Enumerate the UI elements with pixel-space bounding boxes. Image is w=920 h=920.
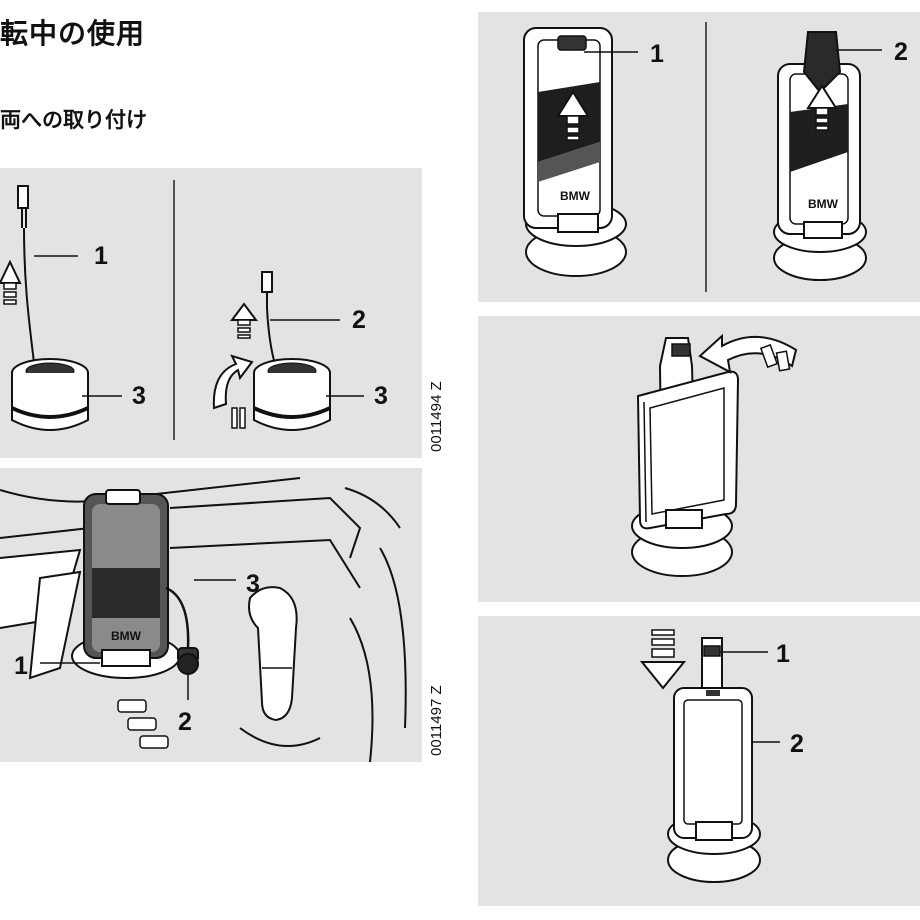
figure-1-callout-3b: 3 (374, 382, 388, 410)
up-arrow-icon (230, 302, 258, 339)
up-arrow-icon (556, 90, 590, 141)
figure-3-illustration: BMW 1 BMW 2 (523, 22, 908, 292)
figure-1-callout-1: 1 (94, 242, 108, 270)
figure-2-panel: BMW 3 1 2 (0, 468, 422, 762)
section-subtitle: 両への取り付け (0, 108, 147, 132)
figure-5-illustration: 1 2 (639, 629, 804, 883)
figure-1-callout-3a: 3 (132, 382, 146, 410)
figure-2-id: 0011497 Z (428, 685, 445, 756)
figure-1-panel: 1 3 2 3 (0, 168, 422, 458)
up-arrow-icon (0, 259, 22, 305)
figure-4-panel (478, 316, 920, 602)
curved-arrow-icon (698, 333, 798, 374)
page-title: 転中の使用 (0, 17, 146, 50)
figure-1-id: 0011494 Z (428, 381, 445, 452)
up-arrow-icon (806, 84, 838, 131)
figure-2-callout-1: 1 (14, 652, 28, 680)
down-arrow-icon (639, 629, 687, 690)
figure-2-illustration: BMW 3 1 2 (0, 477, 407, 762)
figure-3-callout-1: 1 (650, 40, 664, 68)
figure-5-callout-2: 2 (790, 730, 804, 758)
rotate-arrow-icon (212, 354, 254, 429)
figure-5-panel: 1 2 (478, 616, 920, 906)
figure-5-callout-1: 1 (776, 640, 790, 668)
brand-logo: BMW (560, 189, 591, 203)
figure-1-callout-2: 2 (352, 306, 366, 334)
figure-3-callout-2: 2 (894, 38, 908, 66)
figure-4-illustration (631, 333, 798, 577)
brand-logo: BMW (111, 629, 142, 643)
figure-2-callout-2: 2 (178, 708, 192, 736)
brand-logo: BMW (808, 197, 839, 211)
figure-3-panel: BMW 1 BMW 2 (478, 12, 920, 302)
figure-2-callout-3: 3 (246, 570, 260, 598)
figure-1-illustration: 1 3 2 3 (0, 180, 388, 440)
